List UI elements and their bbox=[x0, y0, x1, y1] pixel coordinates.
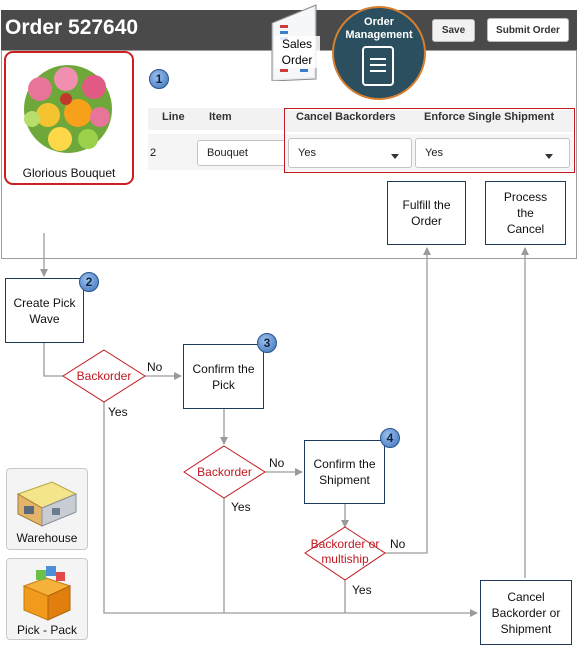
cancel-backorder-box: Cancel Backorder or Shipment bbox=[480, 580, 572, 645]
decision-backorder-1: Backorder bbox=[76, 369, 132, 383]
decision-backorder-multiship: Backorder or multiship bbox=[310, 537, 380, 566]
pick-pack-label: Pick - Pack bbox=[16, 623, 77, 637]
cancel-backorders-value: Yes bbox=[298, 147, 316, 159]
confirm-pick-box: Confirm the Pick bbox=[183, 344, 264, 409]
item-field[interactable]: Bouquet bbox=[197, 140, 291, 166]
no-label-1: No bbox=[147, 360, 163, 374]
bouquet-name: Glorious Bouquet bbox=[22, 166, 116, 180]
submit-order-button[interactable]: Submit Order bbox=[487, 18, 569, 42]
yes-label-3: Yes bbox=[352, 583, 372, 597]
chevron-down-icon bbox=[545, 150, 553, 162]
warehouse-icon bbox=[12, 472, 82, 530]
column-header-enforce-single-shipment: Enforce Single Shipment bbox=[424, 111, 555, 123]
no-label-2: No bbox=[269, 456, 285, 470]
save-button[interactable]: Save bbox=[432, 19, 475, 42]
step-badge-1: 1 bbox=[149, 69, 169, 89]
column-header-line: Line bbox=[162, 111, 185, 123]
yes-label-2: Yes bbox=[231, 500, 251, 514]
document-icon bbox=[362, 46, 394, 86]
bouquet-image bbox=[12, 55, 124, 163]
column-header-item: Item bbox=[209, 111, 232, 123]
step-badge-3: 3 bbox=[257, 333, 277, 353]
decision-diamonds bbox=[62, 349, 386, 581]
chevron-down-icon bbox=[391, 150, 399, 162]
cancel-backorders-select[interactable]: Yes bbox=[288, 138, 412, 168]
decision-backorder-2: Backorder bbox=[197, 465, 252, 479]
sales-order-label: Sales Order bbox=[274, 36, 320, 68]
order-management-label: Order Management bbox=[345, 16, 413, 41]
enforce-single-shipment-value: Yes bbox=[425, 147, 443, 159]
column-header-cancel-backorders: Cancel Backorders bbox=[296, 111, 396, 123]
page-title: Order 527640 bbox=[5, 16, 139, 39]
row-line-value: 2 bbox=[150, 147, 157, 159]
create-pick-wave-box: Create Pick Wave bbox=[5, 278, 84, 343]
table-header-bg bbox=[148, 108, 284, 130]
process-cancel-box: Process the Cancel bbox=[485, 181, 566, 245]
fulfill-order-box: Fulfill the Order bbox=[387, 181, 466, 245]
confirm-shipment-box: Confirm the Shipment bbox=[304, 440, 385, 504]
enforce-single-shipment-select[interactable]: Yes bbox=[415, 138, 570, 168]
step-badge-2: 2 bbox=[79, 272, 99, 292]
no-label-3: No bbox=[390, 537, 406, 551]
pick-pack-icon bbox=[12, 560, 82, 622]
warehouse-label: Warehouse bbox=[16, 531, 78, 545]
step-badge-4: 4 bbox=[380, 428, 400, 448]
highlight-header-bg bbox=[286, 110, 573, 132]
yes-label-1: Yes bbox=[108, 405, 128, 419]
